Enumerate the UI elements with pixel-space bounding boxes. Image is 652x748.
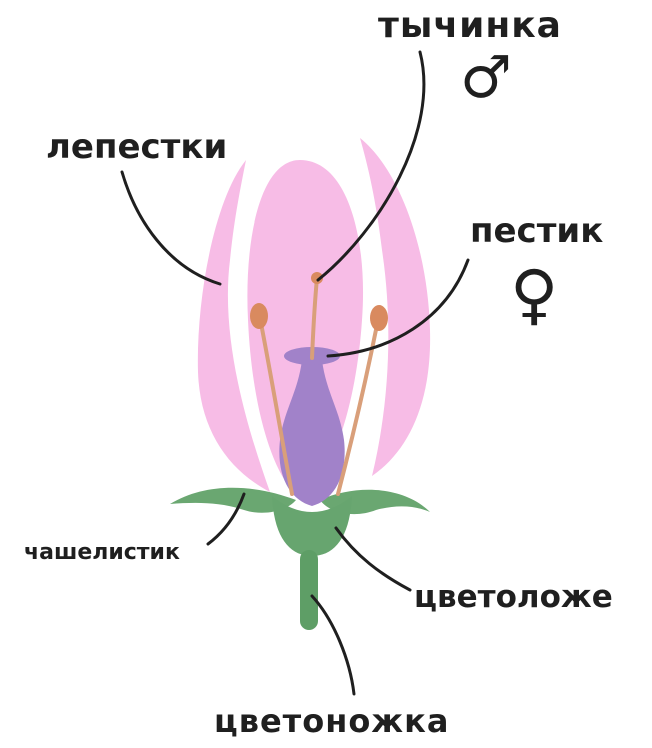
label-pistil: пестик xyxy=(470,211,604,251)
receptacle xyxy=(272,496,352,556)
leader-line-sepal xyxy=(206,492,246,546)
leader-lines xyxy=(120,50,470,696)
sepal-left xyxy=(170,487,296,513)
anther-left xyxy=(250,303,268,329)
petal-right xyxy=(360,138,431,476)
stamen-right-filament xyxy=(336,318,380,496)
leader-line-receptacle xyxy=(334,526,412,592)
pistil xyxy=(279,360,345,506)
leader-line-pedicel xyxy=(310,594,356,696)
stamen-center-filament xyxy=(310,276,319,360)
label-stamen: тычинка xyxy=(378,5,562,46)
anther-center xyxy=(311,272,323,284)
label-petals: лепестки xyxy=(46,127,228,167)
label-receptacle: цветоложе xyxy=(414,579,613,615)
leader-line-pistil xyxy=(326,258,470,358)
label-pedicel: цветоножка xyxy=(214,702,450,740)
anther-right xyxy=(370,305,388,331)
stamen-left-filament xyxy=(258,316,294,496)
male-symbol-icon: ♂ xyxy=(460,43,512,111)
leader-line-petals xyxy=(120,170,222,286)
label-sepal: чашелистик xyxy=(24,540,180,565)
stamens xyxy=(250,272,388,496)
leader-line-stamen xyxy=(316,50,426,282)
petal-left xyxy=(197,160,270,492)
pedicel xyxy=(300,550,318,630)
female-symbol-icon: ♀ xyxy=(510,256,559,333)
